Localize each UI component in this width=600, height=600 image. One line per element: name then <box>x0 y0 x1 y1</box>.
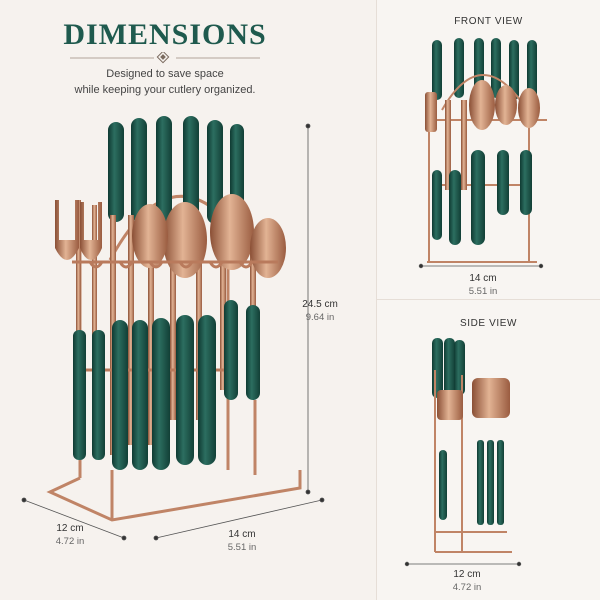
front-handles <box>73 300 260 470</box>
diamond-ornament-icon <box>70 52 260 64</box>
front-view-illustration <box>418 38 547 269</box>
side-depth-cm: 12 cm <box>453 569 481 580</box>
side-view-illustration <box>404 338 522 567</box>
panel-divider-vertical <box>376 0 377 600</box>
width-dimension-line <box>153 497 325 541</box>
subtitle-line-1: Designed to save space <box>106 68 224 80</box>
front-width-cm: 14 cm <box>469 273 497 284</box>
depth-label: 12 cm 4.72 in <box>40 522 100 548</box>
forks <box>55 200 102 260</box>
front-width-in: 5.51 in <box>468 286 498 297</box>
width-in: 5.51 in <box>227 542 257 553</box>
width-label: 14 cm 5.51 in <box>212 528 272 554</box>
height-label: 24.5 cm 9.64 in <box>290 298 350 324</box>
panel-divider-horizontal <box>377 299 600 300</box>
height-in: 9.64 in <box>305 312 335 323</box>
side-depth-label: 12 cm 4.72 in <box>437 568 497 594</box>
front-view-panel: FRONT VIEW <box>377 0 600 299</box>
depth-in: 4.72 in <box>55 536 85 547</box>
back-handles <box>108 116 244 224</box>
depth-cm: 12 cm <box>56 523 84 534</box>
depth-dimension-line <box>21 497 127 541</box>
page-title: DIMENSIONS <box>63 18 267 51</box>
side-view-panel: SIDE VIEW 12 cm 4.72 <box>377 300 600 600</box>
front-view-title: FRONT VIEW <box>454 16 523 27</box>
height-cm: 24.5 cm <box>302 299 338 310</box>
side-depth-in: 4.72 in <box>452 582 482 593</box>
subtitle-line-2: while keeping your cutlery organized. <box>74 84 256 96</box>
cutlery-rack-illustration <box>21 116 325 541</box>
side-view-title: SIDE VIEW <box>459 318 518 329</box>
front-width-label: 14 cm 5.51 in <box>453 272 513 298</box>
width-cm: 14 cm <box>228 529 256 540</box>
main-dimensions-panel: DIMENSIONS Designed to save space while … <box>21 18 350 554</box>
height-dimension-line <box>305 123 311 495</box>
